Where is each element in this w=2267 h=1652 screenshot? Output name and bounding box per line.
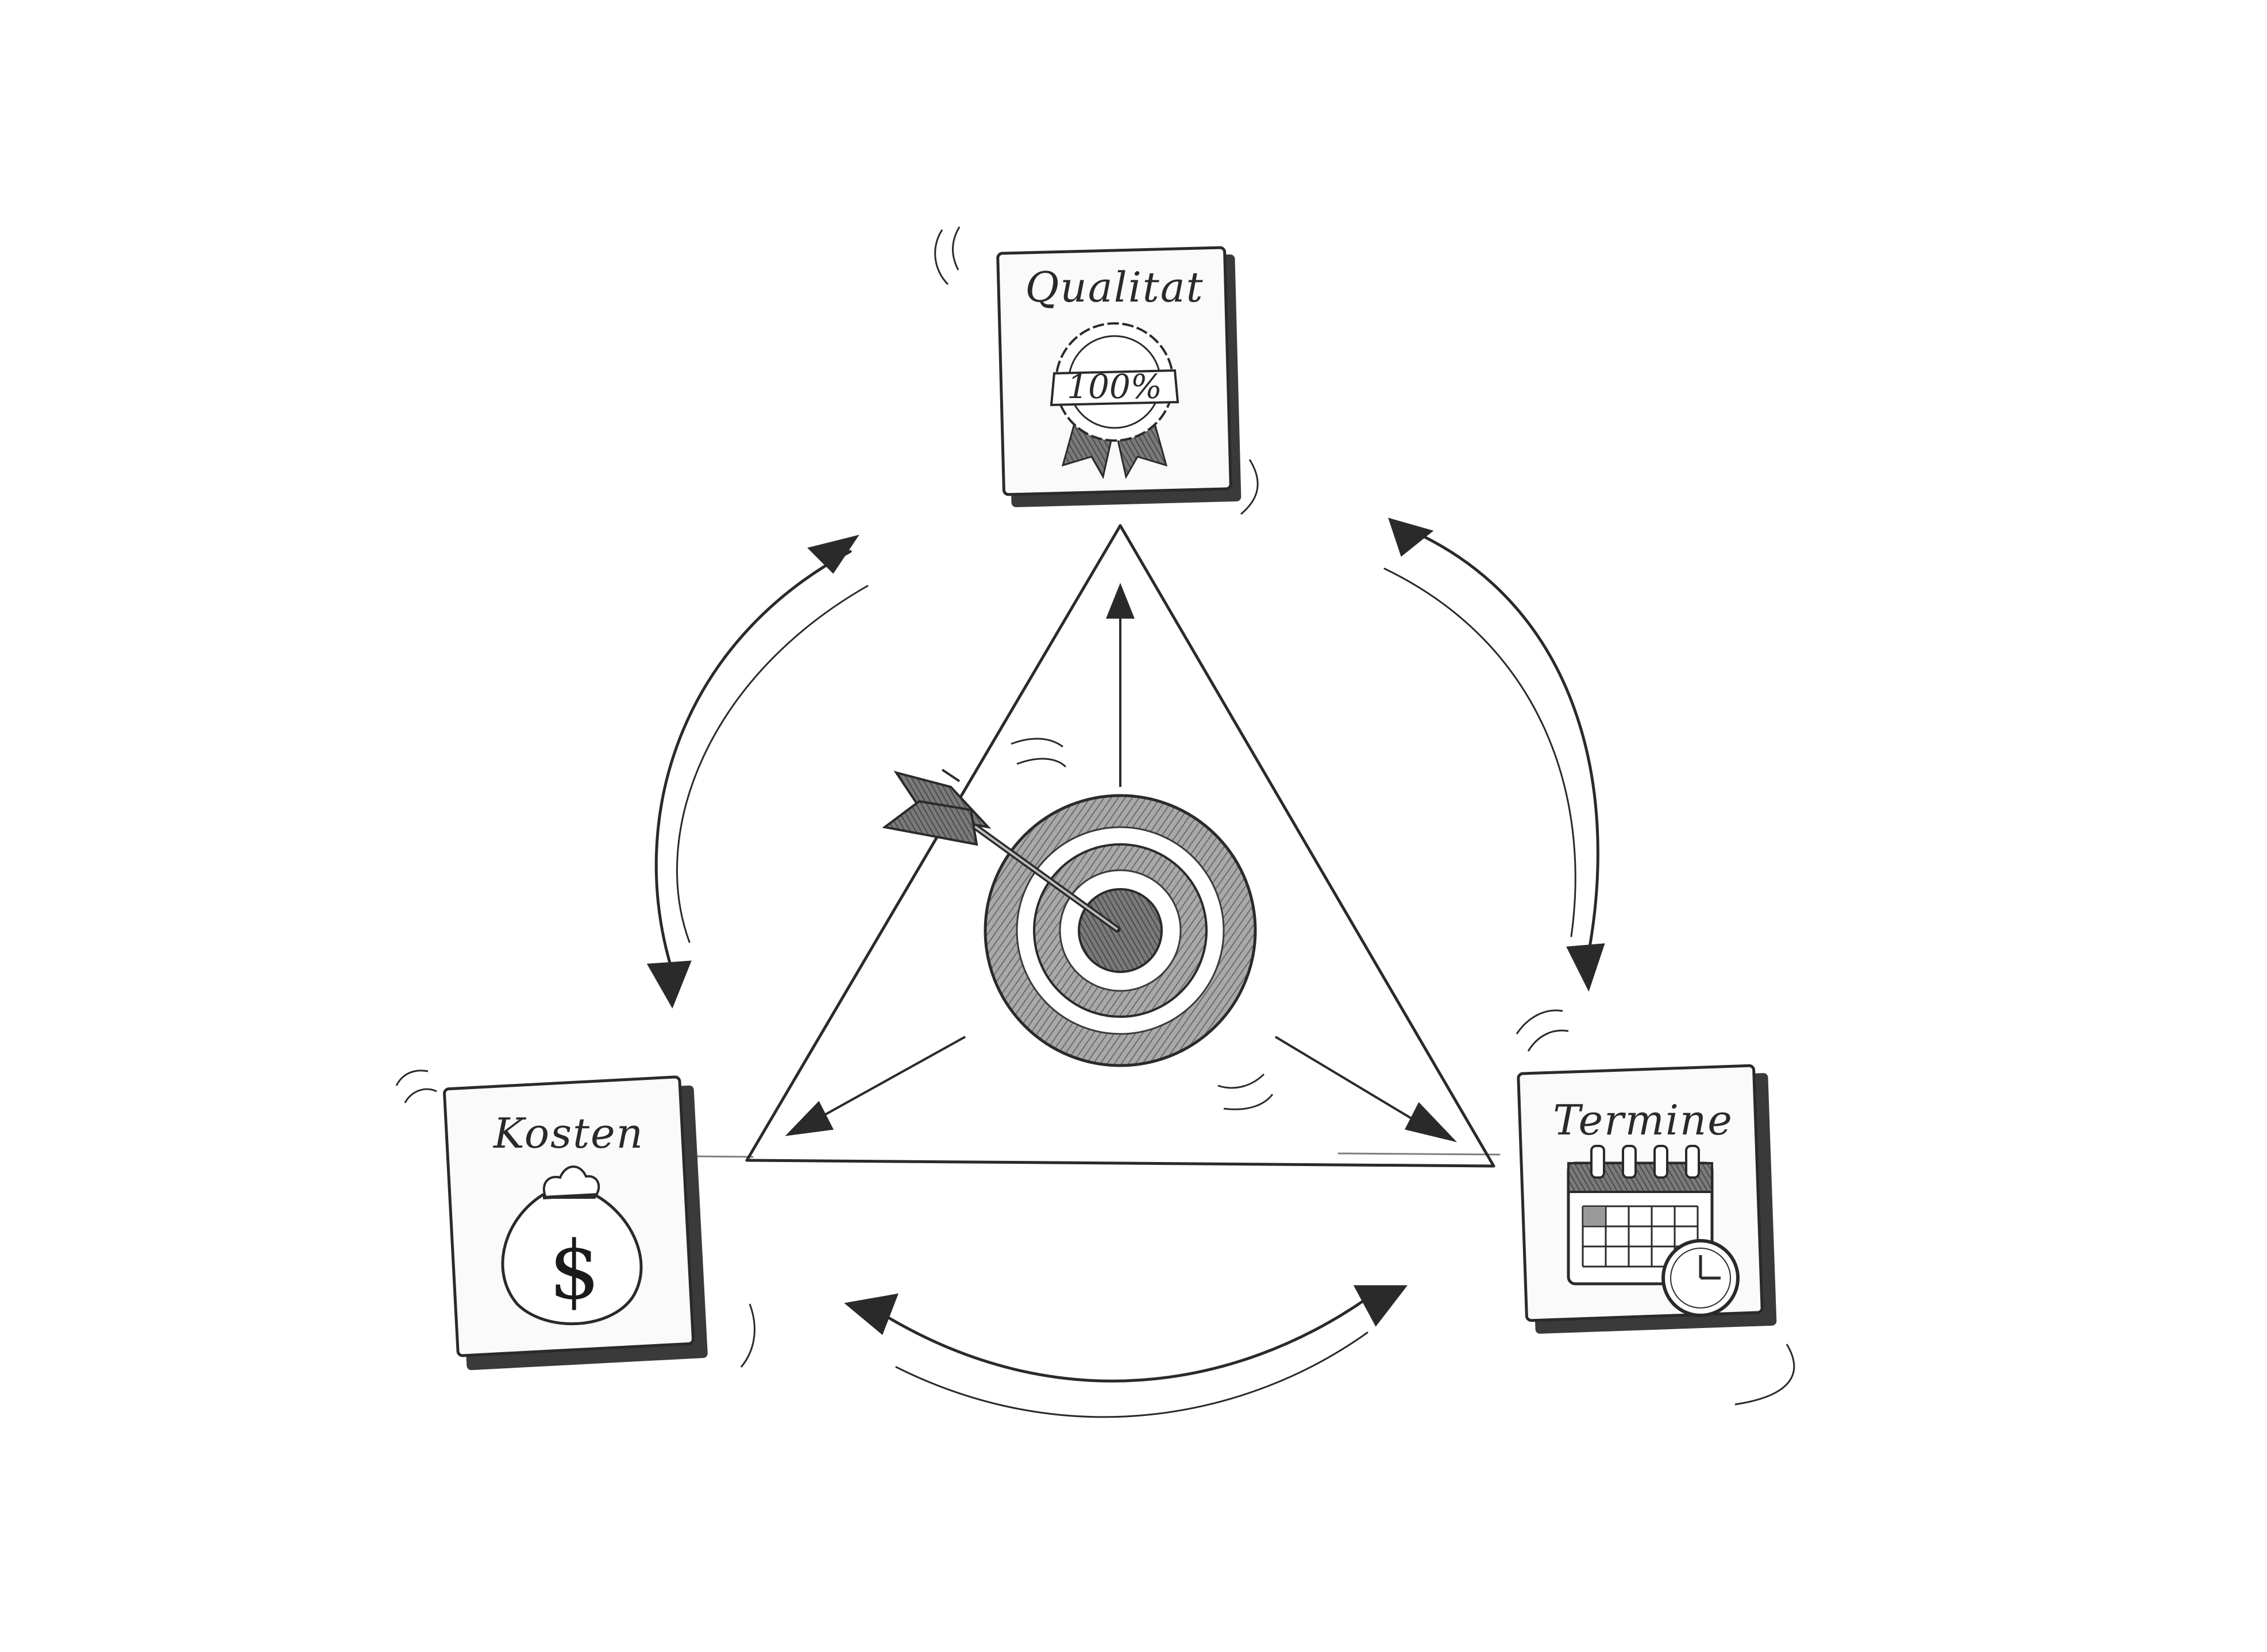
arc-bottom-outer (895, 1331, 1368, 1418)
money-bag-icon: $ (501, 1165, 643, 1325)
award-badge-icon: 100% (1050, 322, 1179, 480)
arrow-to-cost-head (785, 1101, 834, 1136)
target-with-arrow-icon (882, 738, 1274, 1110)
inner-arrows (785, 582, 1458, 1142)
calendar-clock-icon (1567, 1145, 1740, 1317)
arrow-to-cost (809, 1036, 966, 1124)
badge-text: 100% (1067, 367, 1162, 406)
arc-right-inner (1383, 568, 1576, 937)
constraint-triangle (619, 524, 1501, 1168)
cycle-arrows (646, 518, 1605, 1418)
card-cost-label: Kosten (492, 1109, 644, 1157)
card-schedule: Termine (1516, 1009, 1795, 1406)
arc-left (654, 550, 852, 972)
card-schedule-label: Termine (1553, 1096, 1733, 1144)
card-quality: Qualitat 100% (934, 226, 1259, 515)
arrow-to-schedule-head (1405, 1102, 1458, 1142)
arc-right (1417, 532, 1599, 955)
arrow-to-schedule (1274, 1036, 1420, 1124)
card-cost: Kosten $ (395, 1070, 755, 1371)
card-quality-label: Qualitat (1025, 263, 1204, 311)
currency-symbol: $ (549, 1224, 600, 1318)
arrow-to-quality-head (1106, 582, 1135, 619)
arc-left-inner (676, 585, 869, 943)
arc-bottom (883, 1296, 1369, 1383)
